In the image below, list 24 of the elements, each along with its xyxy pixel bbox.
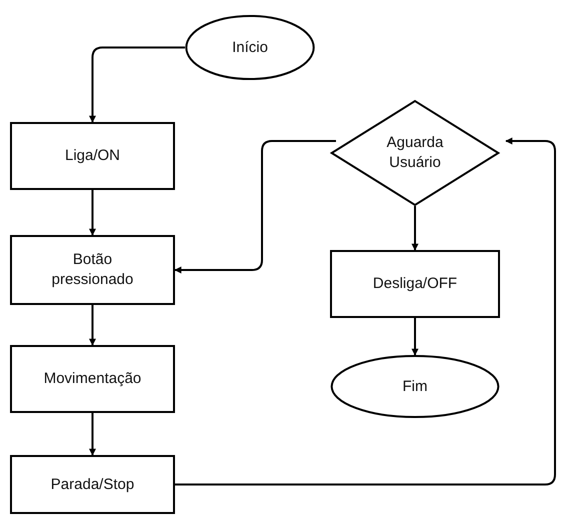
arrow — [174, 140, 336, 274]
arrow — [89, 305, 96, 346]
node-label: Movimentação — [44, 369, 142, 389]
arrow — [89, 46, 185, 123]
end-ellipse — [330, 355, 500, 418]
arrow — [175, 138, 556, 486]
process-box — [330, 250, 500, 318]
arrow — [89, 413, 96, 456]
node-label: Aguarda Usuário — [386, 133, 444, 173]
node-label: Botão pressionado — [50, 250, 134, 290]
node-label: Início — [232, 38, 268, 58]
node-label: Parada/Stop — [50, 474, 134, 494]
arrow — [89, 190, 96, 236]
node-label: Liga/ON — [64, 146, 120, 166]
decision-diamond — [330, 100, 500, 206]
node-label: Desliga/OFF — [372, 274, 458, 294]
arrow — [412, 206, 418, 251]
start-ellipse — [185, 15, 315, 80]
node-label: Fim — [402, 376, 428, 396]
process-box — [10, 345, 175, 413]
process-box — [10, 455, 175, 514]
arrow — [412, 318, 418, 356]
process-box — [10, 122, 175, 190]
process-box — [10, 235, 175, 305]
